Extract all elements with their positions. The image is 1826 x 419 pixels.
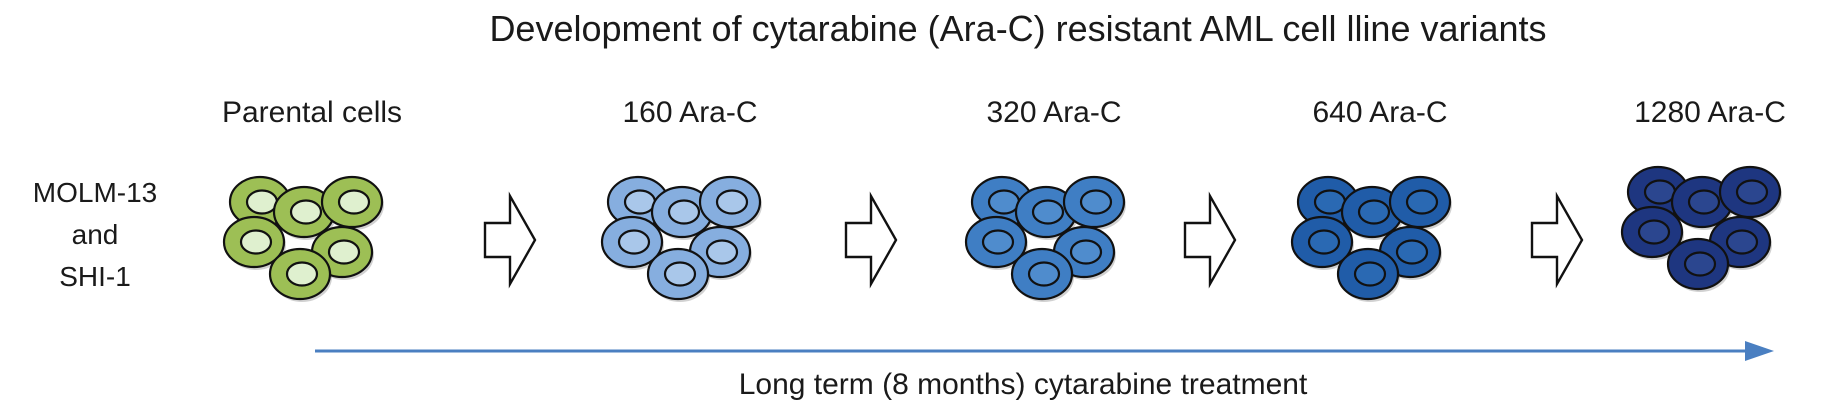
cell-nucleus	[327, 239, 361, 265]
cell	[320, 175, 384, 230]
cell-nucleus	[1405, 189, 1439, 215]
cell	[1290, 215, 1354, 270]
step-arrow-2	[844, 191, 898, 289]
cell	[1666, 237, 1730, 292]
cell-nucleus	[1735, 179, 1769, 205]
cell	[1388, 175, 1452, 230]
cell-nucleus	[1027, 261, 1061, 287]
cell-cluster-parental	[222, 175, 384, 302]
cell	[1670, 175, 1734, 230]
stage-label-1280: 1280 Ara-C	[1634, 96, 1786, 129]
stage-label-parental: Parental cells	[221, 96, 403, 129]
cell-nucleus	[981, 229, 1015, 255]
cell-line-and: and	[71, 219, 119, 250]
timeline-arrow	[315, 341, 1774, 361]
cell	[964, 215, 1028, 270]
cell-nucleus	[705, 239, 739, 265]
cell-cluster-320	[964, 175, 1126, 302]
treatment-label: Long term (8 months) cytarabine treatmen…	[738, 368, 1308, 401]
timeline-arrowhead	[1745, 341, 1774, 361]
cell	[698, 175, 762, 230]
stage-label-320: 320 Ara-C	[986, 96, 1122, 129]
cell-nucleus	[715, 189, 749, 215]
cell	[1620, 205, 1684, 260]
cell-line-molm13: MOLM-13	[32, 177, 158, 208]
cell-nucleus	[1687, 189, 1721, 215]
cell-cluster-640	[1290, 175, 1452, 302]
cell-nucleus	[1643, 179, 1677, 205]
cell-nucleus	[667, 199, 701, 225]
cell-nucleus	[1683, 251, 1717, 277]
stage-label-640: 640 Ara-C	[1312, 96, 1448, 129]
diagram-title: Development of cytarabine (Ara-C) resist…	[489, 8, 1547, 49]
cell-line-label: MOLM-13 and SHI-1	[0, 172, 190, 298]
cell-nucleus	[1307, 229, 1341, 255]
cell	[222, 215, 286, 270]
cell-nucleus	[337, 189, 371, 215]
cell	[1336, 247, 1400, 302]
step-arrow-3	[1183, 191, 1237, 289]
cell-nucleus	[623, 189, 657, 215]
step-arrow-4	[1530, 191, 1584, 289]
cell-nucleus	[289, 199, 323, 225]
step-arrow-1	[483, 191, 537, 289]
cell	[1062, 175, 1126, 230]
cell-cluster-160	[600, 175, 762, 302]
cell-nucleus	[1395, 239, 1429, 265]
cell-nucleus	[617, 229, 651, 255]
cell-nucleus	[1353, 261, 1387, 287]
cell-nucleus	[1079, 189, 1113, 215]
cell-nucleus	[1031, 199, 1065, 225]
cell	[600, 215, 664, 270]
cell	[268, 247, 332, 302]
cell-nucleus	[245, 189, 279, 215]
cell-nucleus	[1637, 219, 1671, 245]
cell-nucleus	[1069, 239, 1103, 265]
cell-line-shi1: SHI-1	[59, 261, 131, 292]
cell-cluster-1280	[1620, 165, 1782, 292]
cell	[1718, 165, 1782, 220]
cell-nucleus	[239, 229, 273, 255]
cell-nucleus	[285, 261, 319, 287]
cell-nucleus	[1725, 229, 1759, 255]
stage-label-160: 160 Ara-C	[622, 96, 758, 129]
cell-nucleus	[663, 261, 697, 287]
cell	[646, 247, 710, 302]
cell-nucleus	[1357, 199, 1391, 225]
cell-nucleus	[1313, 189, 1347, 215]
cell	[1010, 247, 1074, 302]
cell-nucleus	[987, 189, 1021, 215]
